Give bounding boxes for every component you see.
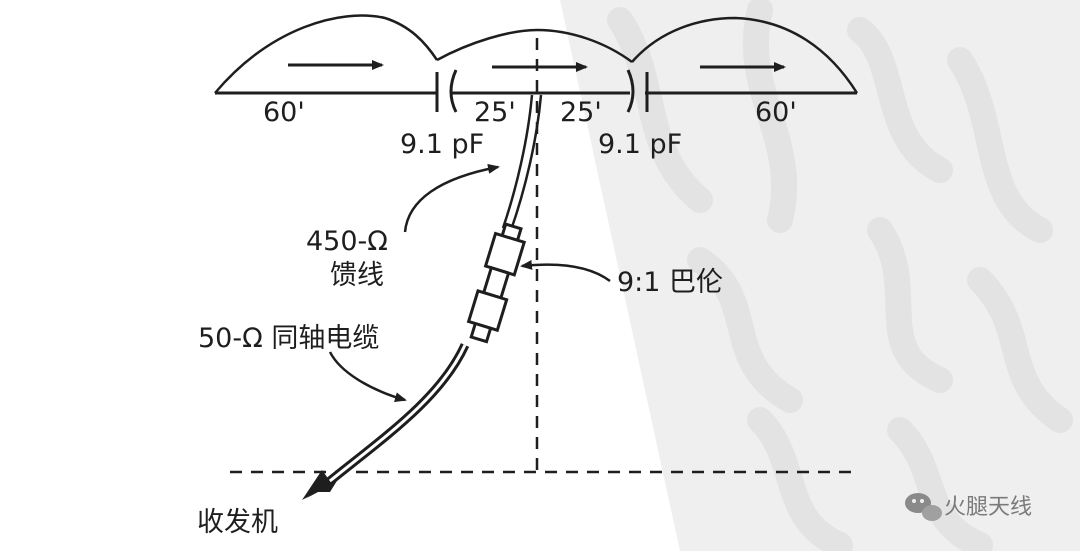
balun-pointer [520, 259, 611, 283]
right-outer-length-label: 60' [755, 97, 797, 128]
feedline-impedance-label: 450-Ω [306, 226, 388, 257]
feedline-conductor-a [501, 94, 534, 229]
left-inner-length-label: 25' [474, 97, 516, 128]
wechat-icon [905, 493, 942, 521]
feedline-name-label: 馈线 [330, 260, 384, 291]
coax-outer [322, 343, 470, 489]
ladder-line [501, 94, 543, 231]
left-current-lobe [214, 14, 439, 94]
coax-cable [322, 343, 470, 489]
watermark-background [560, 0, 1080, 551]
center-current-lobe [436, 28, 633, 64]
watermark-band [560, 0, 1080, 551]
label-pointers [328, 163, 611, 403]
right-current-lobe [631, 16, 859, 94]
watermark-brush-strokes [607, 0, 1073, 551]
watermark-logo-text: 火腿天线 [944, 495, 1032, 520]
coax-label: 50-Ω 同轴电缆 [198, 323, 379, 354]
right-inner-length-label: 25' [560, 97, 602, 128]
transceiver-label: 收发机 [197, 507, 278, 538]
feedline-pointer [403, 163, 500, 233]
current-distribution [214, 14, 859, 94]
current-arrows [288, 60, 786, 72]
left-capacitor-symbol [435, 69, 458, 113]
balun-symbol [466, 222, 527, 344]
coax-arrow-tip [302, 470, 332, 500]
coax-pointer [328, 351, 407, 403]
left-capacitor-label: 9.1 pF [400, 129, 484, 160]
right-capacitor-label: 9.1 pF [598, 129, 682, 160]
feedline-conductor-b [509, 94, 543, 231]
watermark-logo: 火腿天线 [905, 493, 1032, 521]
coax-inner [324, 344, 467, 487]
reference-lines [230, 38, 855, 474]
right-capacitor-symbol [626, 69, 649, 113]
balun-label: 9:1 巴伦 [617, 267, 723, 298]
left-outer-length-label: 60' [263, 97, 305, 128]
